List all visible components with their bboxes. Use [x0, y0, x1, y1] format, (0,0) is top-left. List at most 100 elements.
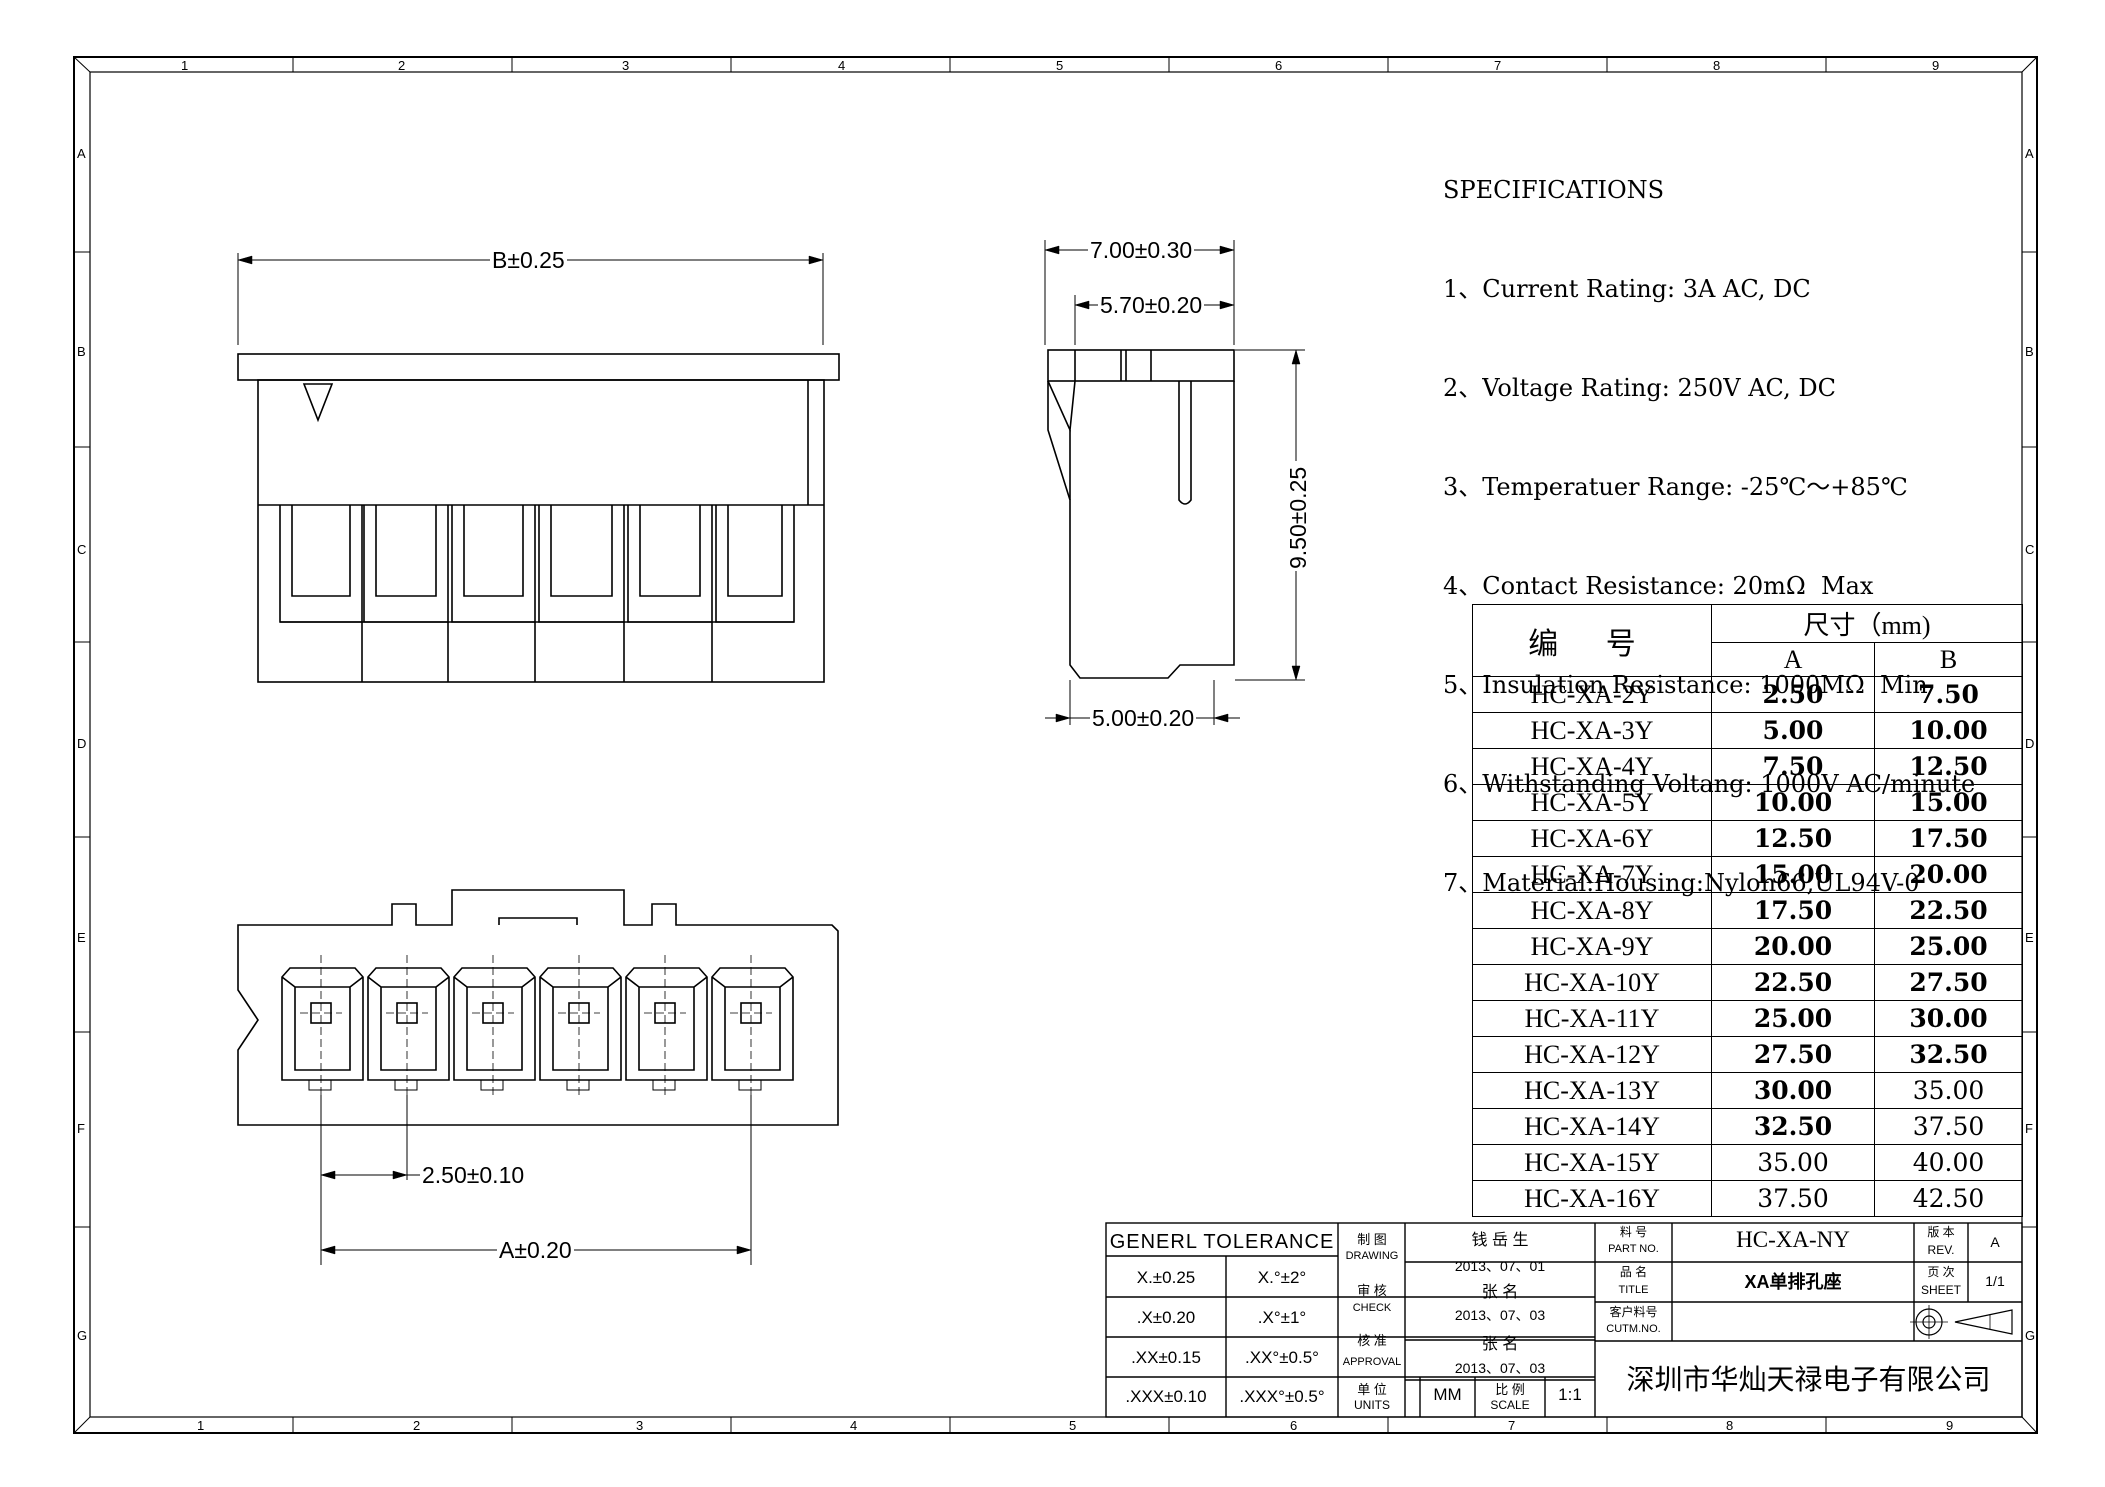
ruler-left-label: D	[77, 736, 87, 751]
company-name: 深圳市华灿天禄电子有限公司	[1626, 1363, 1991, 1396]
part-no-value: HC-XA-NY	[1736, 1227, 1850, 1252]
tolerance-angular: X.°±2°	[1257, 1268, 1307, 1287]
value-b: 27.50	[1874, 964, 2023, 1001]
value-a: 30.00	[1711, 1072, 1875, 1109]
value-a: 10.00	[1711, 784, 1875, 821]
tolerance-angular: .XX°±0.5°	[1245, 1348, 1319, 1367]
spec-item: 2、Voltage Rating: 250V AC, DC	[1443, 374, 1836, 402]
ruler-bottom-label: 2	[413, 1418, 421, 1433]
value-b: 7.50	[1874, 676, 2023, 713]
sheet-label-cn: 页 次	[1927, 1265, 1955, 1279]
value-a: 5.00	[1711, 712, 1875, 749]
spec-item: 4、Contact Resistance: 20mΩ Max	[1443, 572, 1874, 600]
ruler-right-label: A	[2025, 146, 2034, 161]
table-header-part: 编 号	[1472, 604, 1712, 677]
front-view	[237, 253, 840, 683]
bottom-terminals	[281, 967, 794, 1091]
dim-front-width: B±0.25	[490, 247, 567, 273]
ruler-left-label: C	[77, 542, 87, 557]
tolerance-linear: X.±0.25	[1136, 1268, 1196, 1287]
value-b: 20.00	[1874, 856, 2023, 893]
spec-item: 3、Temperatuer Range: -25℃～+85℃	[1443, 473, 1908, 501]
part-no-label-cn: 料 号	[1619, 1225, 1648, 1239]
ruler-bottom-label: 5	[1069, 1418, 1077, 1433]
ruler-bottom-label: 4	[850, 1418, 858, 1433]
part-number: HC-XA-3Y	[1472, 712, 1712, 749]
ruler-left-label: B	[77, 344, 86, 359]
ruler-left-label: E	[77, 930, 86, 945]
ruler-top-label: 3	[622, 58, 630, 73]
ruler-top-label: 7	[1494, 58, 1502, 73]
sheet-value: 1/1	[1985, 1273, 2005, 1289]
value-a: 37.50	[1711, 1180, 1875, 1217]
ruler-bottom-label: 1	[197, 1418, 205, 1433]
frame-corners	[73, 56, 2038, 1434]
value-a: 2.50	[1711, 676, 1875, 713]
value-a: 32.50	[1711, 1108, 1875, 1145]
approval-label-cn: 核 准	[1357, 1333, 1387, 1348]
ruler-right-label: B	[2025, 344, 2034, 359]
ruler-top-label: 2	[398, 58, 406, 73]
ruler-top-label: 4	[838, 58, 846, 73]
value-b: 35.00	[1874, 1072, 2023, 1109]
dim-span: A±0.20	[497, 1237, 574, 1263]
rev-label-en: REV.	[1927, 1243, 1955, 1257]
scale-label-cn: 比 例	[1495, 1382, 1525, 1397]
ruler-left-label: F	[77, 1121, 85, 1136]
value-b: 25.00	[1874, 928, 2023, 965]
dim-side-inner: 5.70±0.20	[1098, 292, 1205, 318]
part-number: HC-XA-9Y	[1472, 928, 1712, 965]
ruler-top-label: 6	[1275, 58, 1283, 73]
drawing-date: 2013、07、01	[1454, 1258, 1546, 1274]
value-a: 22.50	[1711, 964, 1875, 1001]
check-date: 2013、07、03	[1454, 1307, 1546, 1323]
value-a: 27.50	[1711, 1036, 1875, 1073]
units-label-en: UNITS	[1354, 1398, 1390, 1412]
value-b: 22.50	[1874, 892, 2023, 929]
value-a: 12.50	[1711, 820, 1875, 857]
value-b: 40.00	[1874, 1144, 2023, 1181]
ruler-top-label: 8	[1713, 58, 1721, 73]
ruler-top-label: 5	[1056, 58, 1064, 73]
tolerance-linear: .XX±0.15	[1131, 1348, 1201, 1367]
value-b: 42.50	[1874, 1180, 2023, 1217]
value-b: 30.00	[1874, 1000, 2023, 1037]
table-header-b: B	[1874, 642, 2023, 677]
title-label-en: TITLE	[1618, 1284, 1649, 1296]
title-value: XA单排孔座	[1744, 1272, 1842, 1292]
tolerance-angular: .X°±1°	[1257, 1308, 1307, 1327]
bottom-view	[237, 889, 839, 1265]
drawing-label-cn: 制 图	[1357, 1232, 1387, 1247]
ruler-bottom-label: 9	[1946, 1418, 1954, 1433]
customer-no-label-cn: 客户料号	[1609, 1305, 1658, 1319]
approval-date: 2013、07、03	[1454, 1360, 1546, 1376]
ruler-bottom-label: 6	[1290, 1418, 1298, 1433]
approved-by: 张 名	[1481, 1336, 1519, 1353]
tolerance-linear: .X±0.20	[1136, 1308, 1196, 1327]
dim-side-height: 9.50±0.25	[1285, 461, 1311, 571]
part-number: HC-XA-15Y	[1472, 1144, 1712, 1181]
part-no-label-en: PART NO.	[1608, 1243, 1659, 1255]
approval-label-en: APPROVAL	[1342, 1356, 1402, 1368]
value-a: 25.00	[1711, 1000, 1875, 1037]
table-header-a: A	[1711, 642, 1875, 677]
part-number: HC-XA-5Y	[1472, 784, 1712, 821]
drawn-by: 钱 岳 生	[1471, 1232, 1529, 1249]
ruler-bottom-label: 7	[1508, 1418, 1516, 1433]
terminal-centerlines	[300, 955, 772, 1095]
scale-label-en: SCALE	[1490, 1398, 1530, 1412]
front-contact-slots	[279, 505, 795, 682]
check-label-cn: 审 核	[1357, 1283, 1387, 1298]
checked-by: 张 名	[1481, 1284, 1519, 1301]
drawing-label-en: DRAWING	[1345, 1250, 1399, 1262]
